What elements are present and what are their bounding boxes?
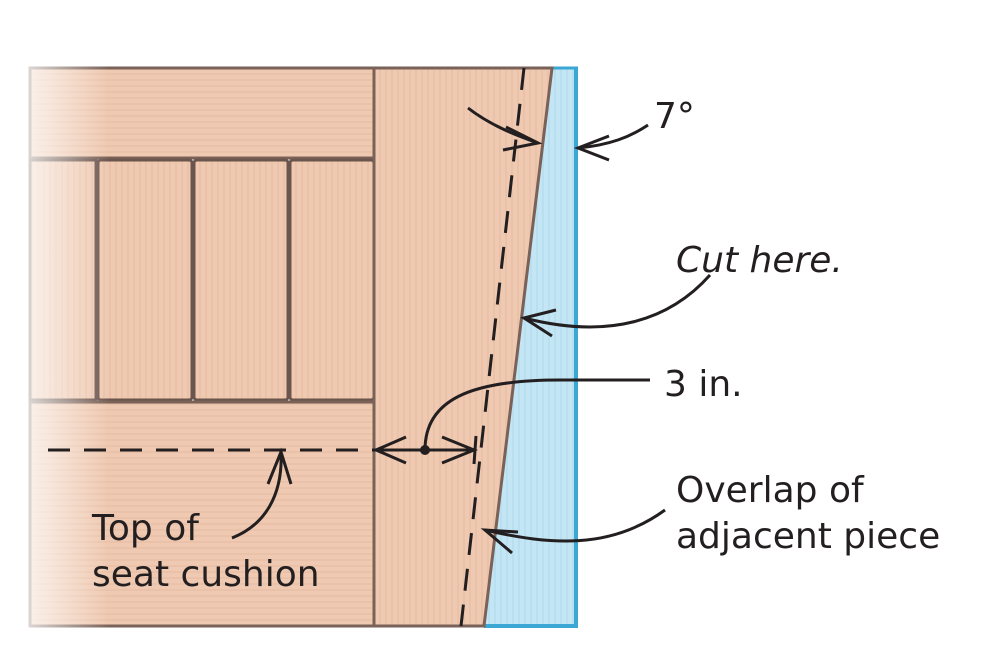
overlap-piece [484,66,578,628]
dimension-arrow [372,378,650,465]
angle-arc [467,106,543,152]
overlap-leader [480,508,666,555]
cushion-label-line2: seat cushion [92,554,320,595]
stile [372,66,554,628]
reference-dashed-line [459,67,526,627]
cushion-leader [231,447,293,540]
angle-label: 7° [654,96,695,137]
distance-label: 3 in. [664,364,743,405]
cut-here-label: Cut here. [676,240,843,281]
overlap-label-line1: Overlap of [676,470,864,511]
cushion-label-line1: Top of [92,508,199,549]
angle-leader [573,123,649,162]
overlap-label-line2: adjacent piece [676,516,941,557]
cut-here-leader [520,274,712,338]
left-fade [0,60,110,635]
